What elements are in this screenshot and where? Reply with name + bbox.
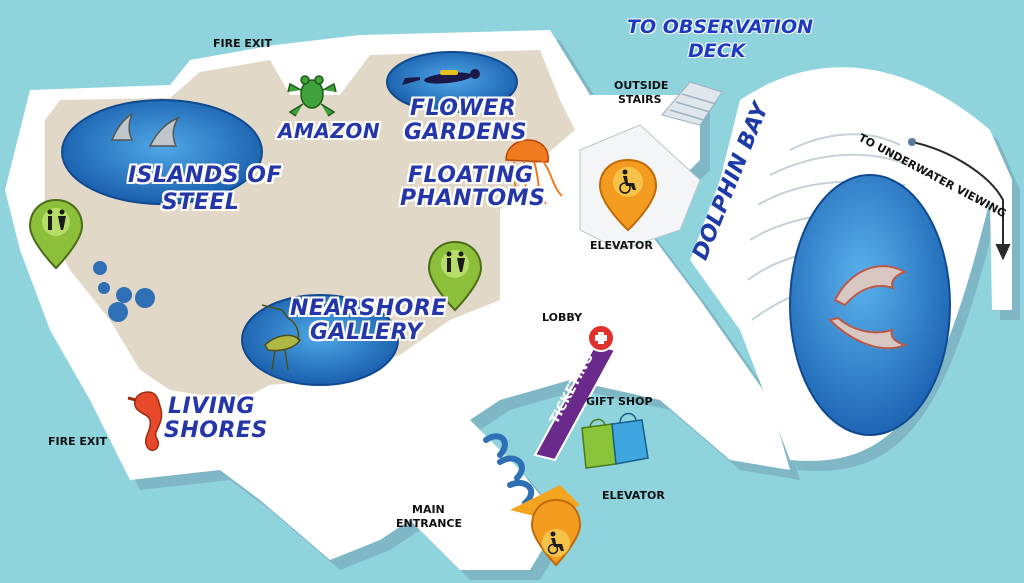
main-entrance-line1: MAIN bbox=[412, 503, 445, 516]
wave-feature bbox=[483, 433, 535, 506]
islands-of-steel-line1: ISLANDS OF bbox=[128, 163, 282, 188]
restroom-pin-center bbox=[427, 240, 483, 312]
gift-shop-label: GIFT SHOP bbox=[586, 395, 653, 408]
flower-gardens-line1: FLOWER bbox=[410, 96, 517, 121]
wheelchair-icon bbox=[619, 169, 636, 194]
elevator-top-label: ELEVATOR bbox=[590, 239, 653, 252]
outside-stairs-line2: STAIRS bbox=[618, 93, 662, 106]
wheelchair-pin-bottom bbox=[530, 498, 582, 567]
wheelchair-icon bbox=[547, 531, 564, 555]
wheelchair-pin-top bbox=[598, 158, 658, 232]
restroom-icon bbox=[47, 209, 66, 230]
dolphin-tank bbox=[789, 174, 951, 436]
restroom-icon bbox=[446, 251, 465, 272]
jellyfish-icon bbox=[505, 139, 563, 207]
elevator-bottom-label: ELEVATOR bbox=[602, 489, 665, 502]
heron-icon bbox=[261, 304, 301, 371]
fire-exit-top-label: FIRE EXIT bbox=[213, 37, 273, 50]
seahorse-icon bbox=[127, 391, 163, 451]
to-observation-deck-line1: TO OBSERVATION bbox=[627, 16, 814, 38]
floating-phantoms-line1: FLOATING bbox=[408, 163, 534, 188]
flower-gardens-line2: GARDENS bbox=[404, 120, 528, 145]
islands-of-steel-line2: STEEL bbox=[162, 190, 240, 215]
floating-phantoms-line2: PHANTOMS bbox=[400, 186, 546, 211]
shopping-bag-icon bbox=[581, 412, 649, 469]
restroom-pin-left bbox=[28, 198, 84, 270]
islands-of-steel-tank bbox=[61, 99, 263, 205]
bubbles bbox=[93, 261, 155, 322]
living-shores-line1: LIVING bbox=[168, 394, 255, 419]
to-observation-deck-line2: DECK bbox=[688, 40, 746, 62]
underwater-path bbox=[908, 138, 1011, 261]
frog-icon bbox=[287, 75, 337, 117]
diver-icon bbox=[402, 69, 480, 85]
lobby-label: LOBBY bbox=[542, 311, 583, 324]
nearshore-gallery-line1: NEARSHORE bbox=[290, 296, 447, 321]
shark-fin-icon bbox=[110, 112, 180, 147]
nearshore-gallery-tank bbox=[241, 294, 399, 386]
dolphin-icon bbox=[828, 265, 909, 350]
living-shores-line2: SHORES bbox=[164, 418, 268, 443]
nearshore-gallery-line2: GALLERY bbox=[310, 320, 423, 345]
outside-stairs-line1: OUTSIDE bbox=[614, 79, 669, 92]
amazon-label: AMAZON bbox=[278, 119, 381, 143]
ticketing-banner bbox=[533, 324, 617, 462]
outside-stairs bbox=[661, 81, 723, 126]
fire-exit-left-label: FIRE EXIT bbox=[48, 435, 108, 448]
main-entrance-line2: ENTRANCE bbox=[396, 517, 462, 530]
